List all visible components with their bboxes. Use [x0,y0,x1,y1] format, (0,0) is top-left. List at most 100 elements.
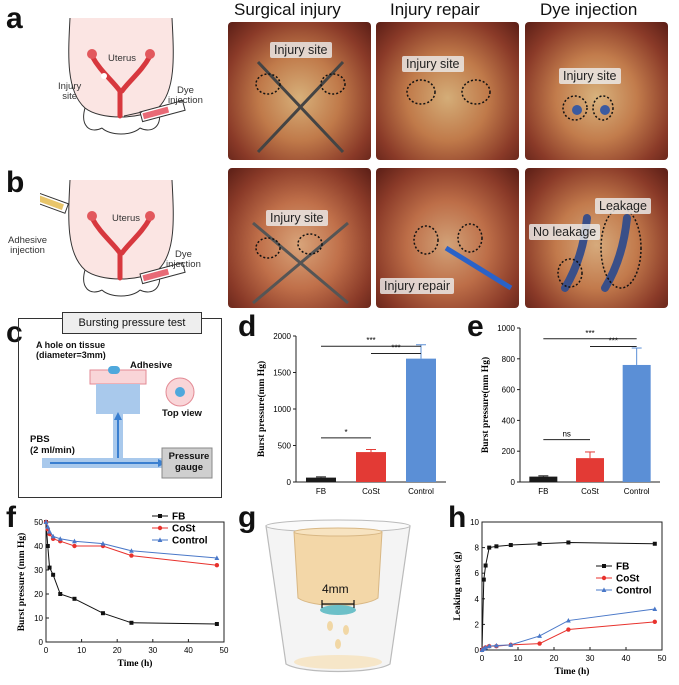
x-axis-title: Time (h) [118,658,153,669]
point-FB [129,620,134,625]
panel-label-f: f [6,501,16,534]
photo-tag-a2: Injury site [402,56,464,72]
photo-tag-b2: Injury repair [380,278,454,294]
photo-b-dye-injection: No leakage Leakage [525,168,668,308]
y-tick-label: 600 [502,386,516,395]
y-axis-title: Burst pressure(mm Hg) [480,357,491,453]
point-FB [537,541,542,546]
bar [622,364,651,482]
legend-marker-Control [157,537,163,542]
x-tick-label: 40 [622,654,631,663]
point-CoSt [566,627,571,632]
legend-marker-FB [602,564,606,568]
point-CoSt [129,553,134,558]
point-Control [100,541,106,546]
bar [306,477,336,482]
photo-a-injury-repair: Injury site [376,22,519,160]
legend-label-Control: Control [172,536,208,547]
y-tick-label: 0 [511,478,516,487]
x-tick-label: 0 [44,646,49,655]
photo-a-surgical-injury: Injury site [228,22,371,160]
point-FB [494,544,499,549]
y-tick-label: 1500 [273,369,291,378]
uterus-schematic-b [22,178,205,303]
point-Control [652,606,658,612]
x-tick-label: 50 [220,646,229,655]
significance-label: *** [585,329,594,338]
point-Control [47,529,52,534]
point-Control [494,642,499,648]
significance-label: *** [609,336,618,345]
x-tick-label: 20 [113,646,122,655]
cup-illustration [254,512,422,680]
point-FB [72,596,77,601]
y-tick-label: 10 [470,518,479,527]
uterus-schematic-a [40,16,205,141]
y-tick-label: 20 [34,590,43,599]
adhesive-injection-label-b: Adhesive injection [8,235,48,257]
bursting-test-diagram [20,338,218,494]
pressure-gauge-label: Pressure gauge [168,451,210,474]
point-CoSt [214,563,220,568]
photo-b-surgical-injury: Injury site [228,168,371,308]
y-tick-label: 1000 [273,405,291,414]
y-tick-label: 40 [34,542,43,551]
significance-label: * [344,428,347,437]
point-CoSt [652,619,657,625]
point-FB [100,611,105,616]
x-tick-label: Control [624,487,650,496]
x-axis-title: Time (h) [555,666,590,677]
bursting-test-title: Bursting pressure test [62,312,202,334]
point-Control [566,617,571,623]
legend-marker-Control [601,587,607,592]
point-FB [508,543,513,548]
legend-label-FB: FB [172,512,185,523]
photo-b-injury-repair: Injury repair [376,168,519,308]
point-Control [43,519,49,524]
point-FB [483,563,488,568]
point-FB [214,622,219,626]
x-tick-label: Control [408,487,434,496]
plot-frame [481,521,663,651]
column-header-surgical-injury: Surgical injury [234,0,341,19]
y-tick-label: 400 [502,416,516,425]
legend-marker-CoSt [601,575,607,581]
panel-label-a: a [6,2,23,35]
legend-marker-FB [158,514,162,518]
y-tick-label: 0 [287,478,292,487]
y-axis-title: Leaking mass (g) [452,551,463,620]
point-Control [72,538,77,544]
uterus-label-b: Uterus [112,213,140,224]
panel-label-g: g [238,501,257,534]
point-Control [45,524,51,529]
bar [356,452,386,482]
photo-tag-a3: Injury site [559,68,621,84]
significance-label: *** [366,336,375,345]
y-tick-label: 200 [502,447,516,456]
y-tick-label: 6 [475,569,480,578]
point-Control [486,643,492,649]
photo-tag-a1: Injury site [270,42,332,58]
injury-site-label-a: Injury site [58,81,82,103]
point-Control [483,644,488,650]
bar [406,358,436,482]
x-tick-label: 30 [148,646,157,655]
x-tick-label: 10 [514,654,523,663]
y-axis-title: Burst pressure(mm Hg) [256,361,267,457]
top-view-label: Top view [162,408,202,419]
adhesive-label: Adhesive [130,360,173,371]
point-Control [508,642,514,647]
point-FB [47,565,52,570]
legend-label-CoSt: CoSt [172,524,196,535]
legend-label-FB: FB [616,562,629,573]
point-FB [487,545,492,550]
panel-label-d: d [238,310,257,343]
y-tick-label: 800 [502,355,516,364]
x-tick-label: 0 [480,654,485,663]
point-FB [51,572,56,577]
y-tick-label: 30 [34,566,43,575]
y-tick-label: 0 [39,638,44,647]
